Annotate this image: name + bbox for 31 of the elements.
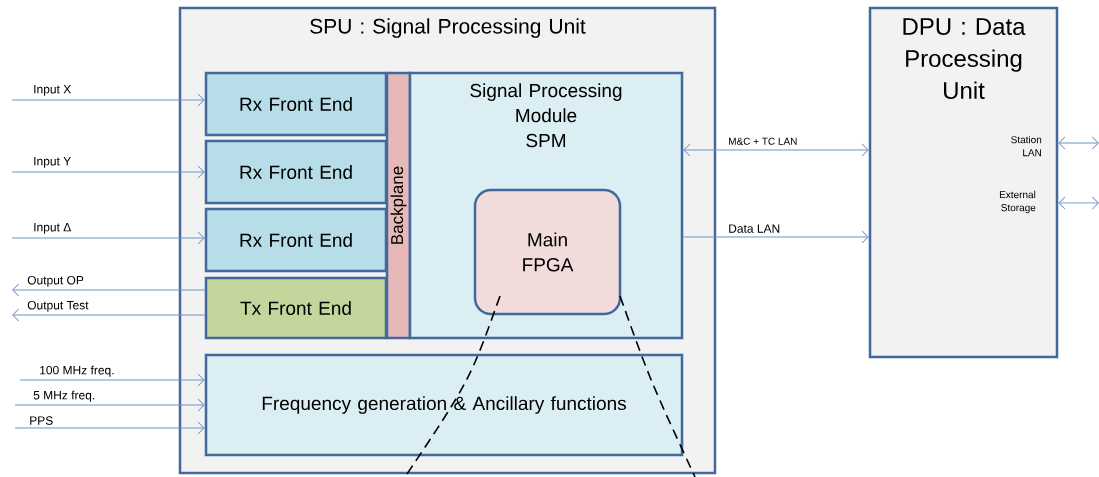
fpga-box: Main FPGA — [473, 188, 622, 316]
arrow — [683, 143, 869, 157]
arrow — [682, 230, 869, 244]
arrow — [12, 308, 206, 322]
arrow — [14, 398, 205, 412]
edge-label: 5 MHz freq. — [33, 390, 95, 402]
arrow — [1058, 196, 1099, 210]
front-end-box: Rx Front End — [204, 71, 388, 137]
function-box: Frequency generation & Ancillary functions — [204, 353, 684, 457]
arrow — [14, 421, 205, 435]
edge-label: Output OP — [27, 275, 84, 287]
arrow — [1058, 136, 1099, 150]
backplane-bar: Backplane — [385, 71, 412, 340]
front-end-box: Tx Front End — [204, 276, 388, 340]
edge-label: Input Y — [34, 157, 71, 168]
edge-label: PPS — [30, 416, 53, 425]
edge-label: Input Δ — [34, 223, 71, 234]
arrow — [11, 231, 205, 245]
arrow — [12, 283, 206, 297]
arrow — [11, 93, 205, 107]
front-end-box: Rx Front End — [204, 139, 388, 205]
edge-label: Data LAN — [729, 224, 780, 233]
arrow — [19, 373, 205, 387]
edge-label: 100 MHz freq. — [40, 365, 114, 377]
edge-label: Output Test — [27, 300, 89, 312]
arrow — [11, 165, 205, 179]
front-end-box: Rx Front End — [204, 207, 388, 273]
edge-label: M&C + TC LAN — [729, 137, 797, 145]
edge-label: Station LAN — [1011, 135, 1042, 157]
edge-label: External Storage — [999, 190, 1036, 214]
edge-label: Input X — [34, 85, 71, 96]
